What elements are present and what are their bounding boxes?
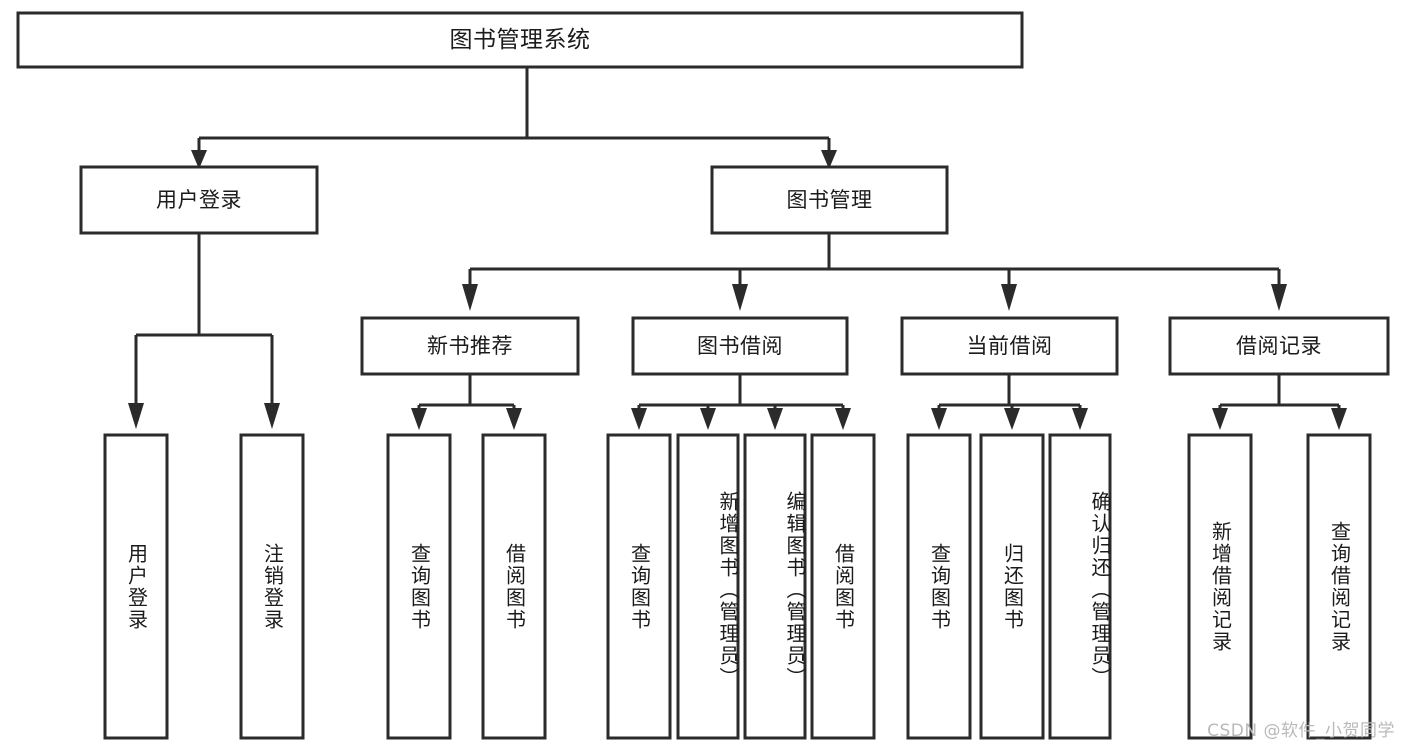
node-box-borrow-record[interactable] [1168, 316, 1390, 376]
edge-group-borrow-record-children [1212, 374, 1347, 430]
arrow-head-borrow-record [1271, 284, 1287, 311]
node-box-leaf-add-record[interactable] [1187, 433, 1253, 740]
node-box-leaf-query-book-1[interactable] [386, 433, 452, 740]
arrow-head-book-borrow [732, 284, 748, 311]
node-box-leaf-query-book-3[interactable] [906, 433, 972, 740]
node-box-leaf-borrow-book-2[interactable] [810, 433, 876, 740]
node-box-leaf-user-login[interactable] [103, 433, 169, 740]
node-box-leaf-add-book-admin[interactable] [676, 433, 740, 740]
node-box-book-borrow[interactable] [631, 316, 849, 376]
arrow-head-leaf-borrow-book-1 [506, 408, 522, 430]
node-box-leaf-query-book-2[interactable] [606, 433, 672, 740]
arrow-head-leaf-confirm-return-admin [1072, 408, 1088, 430]
arrow-head-leaf-borrow-book-2 [835, 408, 851, 430]
arrow-head-leaf-user-logout [264, 403, 280, 429]
arrow-head-leaf-add-book-admin [700, 408, 716, 430]
node-box-book-manage[interactable] [710, 165, 949, 235]
arrow-head-leaf-query-book-2 [631, 408, 647, 430]
arrow-head-new-book-recommend [462, 284, 478, 311]
node-box-leaf-edit-book-admin[interactable] [743, 433, 807, 740]
node-box-leaf-return-book[interactable] [979, 433, 1045, 740]
arrow-head-leaf-user-login [128, 403, 144, 429]
arrow-head-leaf-query-book-1 [411, 408, 427, 430]
edge-group-new-book-recommend-children [411, 374, 522, 430]
node-box-root[interactable] [16, 11, 1024, 69]
arrow-head-current-borrow [1001, 284, 1017, 311]
node-box-new-book-recommend[interactable] [360, 316, 580, 376]
node-box-leaf-user-logout[interactable] [239, 433, 305, 740]
edge-group-book-borrow-children [631, 374, 851, 430]
arrow-head-leaf-query-book-3 [931, 408, 947, 430]
edge-group-user-login-children [128, 233, 280, 429]
arrow-head-leaf-query-record [1331, 408, 1347, 430]
edge-group-current-borrow-children [931, 374, 1088, 430]
node-box-user-login[interactable] [79, 165, 319, 235]
edge-group-root-to-level2 [191, 67, 837, 169]
node-box-leaf-query-record[interactable] [1306, 433, 1372, 740]
node-box-leaf-borrow-book-1[interactable] [481, 433, 547, 740]
node-box-leaf-confirm-return-admin[interactable] [1048, 433, 1112, 740]
edge-group-book-manage-to-level3 [462, 233, 1287, 311]
arrow-head-leaf-edit-book-admin [767, 408, 783, 430]
arrow-head-book-manage [821, 150, 837, 169]
node-box-current-borrow[interactable] [900, 316, 1119, 376]
arrow-head-leaf-return-book [1004, 408, 1020, 430]
arrow-head-leaf-add-record [1212, 408, 1228, 430]
arrow-head-user-login [191, 150, 207, 169]
